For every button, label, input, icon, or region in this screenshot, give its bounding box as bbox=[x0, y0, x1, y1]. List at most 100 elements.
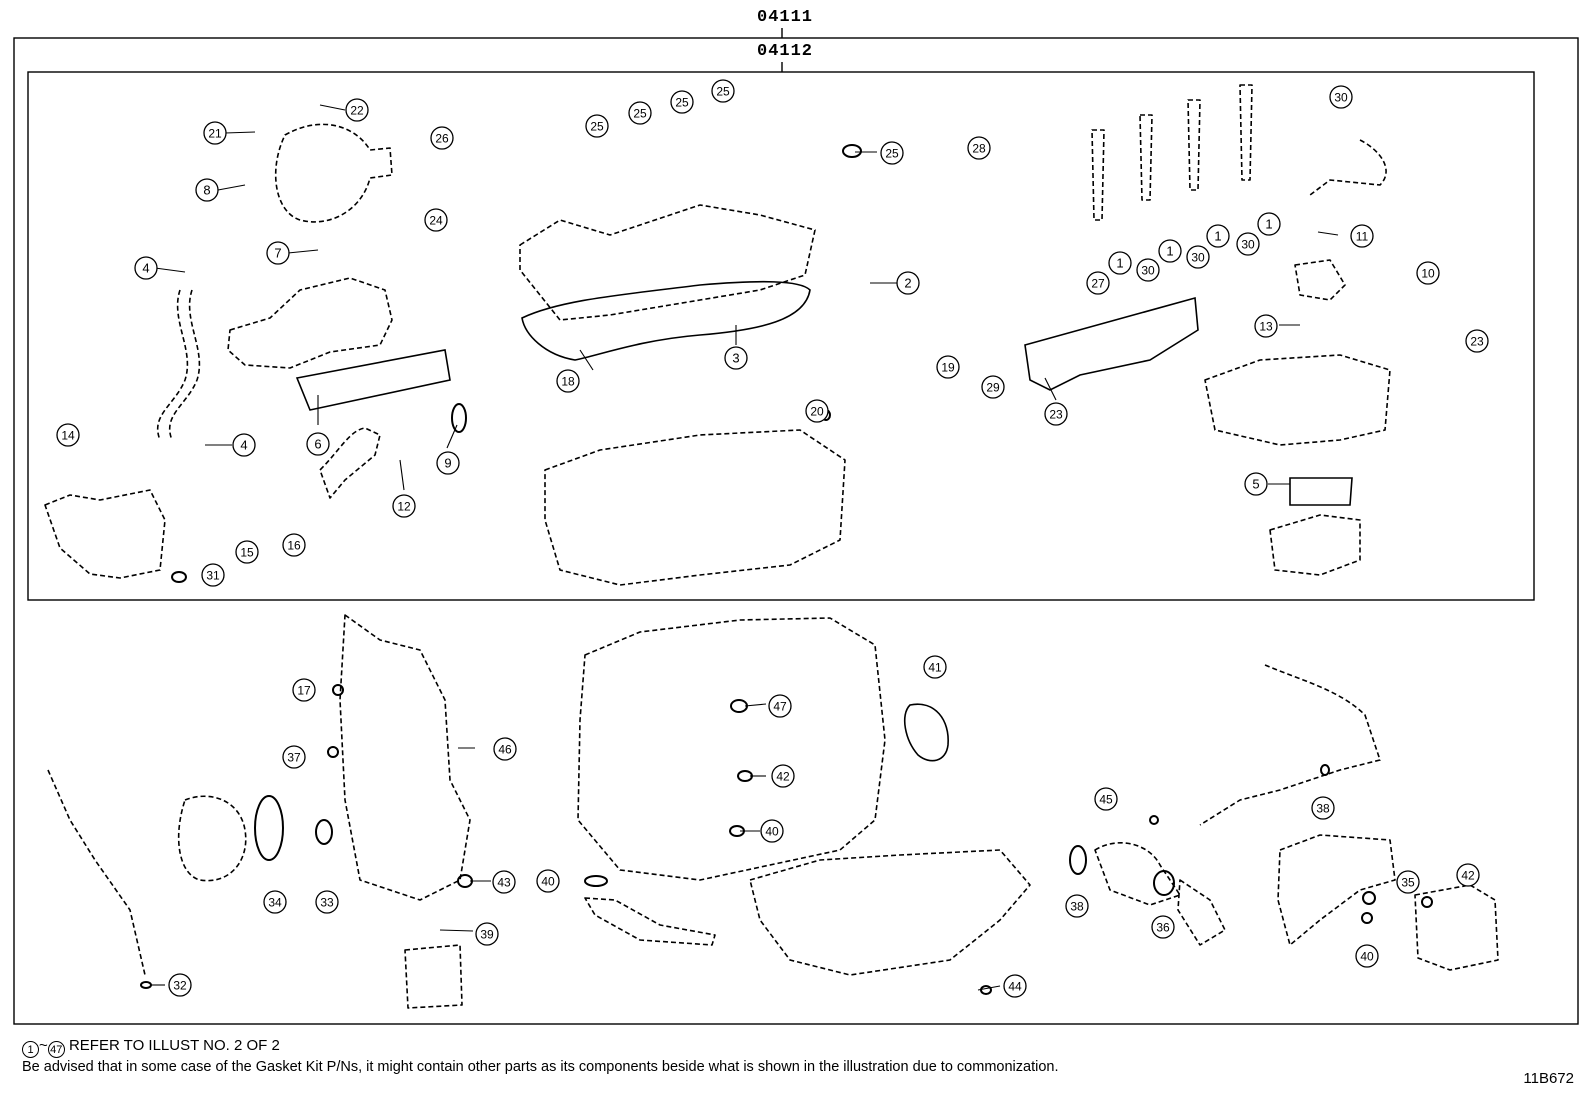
callout-circle bbox=[1350, 224, 1374, 248]
callout-21: 21 bbox=[203, 121, 227, 145]
callout-17: 17 bbox=[292, 678, 316, 702]
callout-number: 43 bbox=[497, 876, 511, 890]
callout-circle bbox=[195, 178, 219, 202]
callout-6: 6 bbox=[306, 432, 330, 456]
range-tilde: ~ bbox=[39, 1037, 48, 1054]
callout-number: 28 bbox=[972, 142, 986, 156]
callout-23: 23 bbox=[1044, 402, 1068, 426]
callout-number: 30 bbox=[1141, 264, 1155, 278]
callout-number: 27 bbox=[1091, 277, 1105, 291]
callout-circle bbox=[1456, 863, 1480, 887]
callout-number: 3 bbox=[732, 351, 739, 366]
callout-number: 17 bbox=[297, 684, 311, 698]
callout-number: 22 bbox=[350, 104, 364, 118]
callout-circle bbox=[1254, 314, 1278, 338]
callout-39: 39 bbox=[475, 922, 499, 946]
callout-circle bbox=[1086, 271, 1110, 295]
callout-25: 25 bbox=[670, 90, 694, 114]
callout-number: 38 bbox=[1070, 900, 1084, 914]
callout-number: 18 bbox=[561, 375, 575, 389]
callout-30: 30 bbox=[1136, 258, 1160, 282]
callout-circle bbox=[1416, 261, 1440, 285]
callout-circle bbox=[263, 890, 287, 914]
callout-4: 4 bbox=[232, 433, 256, 457]
callout-number: 19 bbox=[941, 361, 955, 375]
callout-number: 45 bbox=[1099, 793, 1113, 807]
callout-circle bbox=[306, 432, 330, 456]
gasket-shapes bbox=[295, 280, 1353, 762]
callout-number: 10 bbox=[1421, 267, 1435, 281]
callout-circle bbox=[1244, 472, 1268, 496]
callout-circle bbox=[292, 678, 316, 702]
callout-26: 26 bbox=[430, 126, 454, 150]
callout-circle bbox=[724, 346, 748, 370]
callout-circle bbox=[1065, 894, 1089, 918]
callout-circle bbox=[1136, 258, 1160, 282]
callout-12: 12 bbox=[392, 494, 416, 518]
callout-number: 4 bbox=[240, 438, 247, 453]
callout-number: 40 bbox=[765, 825, 779, 839]
callout-number: 30 bbox=[1191, 251, 1205, 265]
callout-number: 26 bbox=[435, 132, 449, 146]
callout-1: 1 bbox=[1257, 212, 1281, 236]
callout-30: 30 bbox=[1186, 245, 1210, 269]
callout-number: 39 bbox=[480, 928, 494, 942]
callout-number: 31 bbox=[206, 569, 220, 583]
callout-44: 44 bbox=[1003, 974, 1027, 998]
callout-46: 46 bbox=[493, 737, 517, 761]
outer-kit-part-number: 04111 bbox=[757, 8, 814, 27]
callout-number: 1 bbox=[1265, 217, 1272, 232]
callout-number: 13 bbox=[1259, 320, 1273, 334]
callout-number: 1 bbox=[1166, 244, 1173, 259]
callout-number: 24 bbox=[429, 214, 443, 228]
callout-number: 23 bbox=[1049, 408, 1063, 422]
callout-number: 35 bbox=[1401, 876, 1415, 890]
callout-circle bbox=[556, 369, 580, 393]
callout-circle bbox=[771, 764, 795, 788]
callout-number: 34 bbox=[268, 896, 282, 910]
callout-circle bbox=[1311, 796, 1335, 820]
callout-33: 33 bbox=[315, 890, 339, 914]
callout-25: 25 bbox=[711, 79, 735, 103]
callout-41: 41 bbox=[923, 655, 947, 679]
callout-circle bbox=[203, 121, 227, 145]
callout-16: 16 bbox=[282, 533, 306, 557]
callout-circle bbox=[201, 563, 225, 587]
callout-30: 30 bbox=[1329, 85, 1353, 109]
callout-circle bbox=[1236, 232, 1260, 256]
illustration-code: 11B672 bbox=[1523, 1070, 1574, 1087]
callout-circle bbox=[430, 126, 454, 150]
callout-38: 38 bbox=[1311, 796, 1335, 820]
callout-circle bbox=[1108, 251, 1132, 275]
callout-8: 8 bbox=[195, 178, 219, 202]
callout-circle bbox=[896, 271, 920, 295]
callout-circle bbox=[392, 494, 416, 518]
callout-circle bbox=[134, 256, 158, 280]
callout-circle bbox=[1151, 915, 1175, 939]
callout-number: 33 bbox=[320, 896, 334, 910]
callout-28: 28 bbox=[967, 136, 991, 160]
callout-number: 23 bbox=[1470, 335, 1484, 349]
callout-31: 31 bbox=[201, 563, 225, 587]
callout-15: 15 bbox=[235, 540, 259, 564]
callout-circle bbox=[424, 208, 448, 232]
callout-circle bbox=[711, 79, 735, 103]
callout-circle bbox=[967, 136, 991, 160]
callout-circle bbox=[493, 737, 517, 761]
callout-circle bbox=[805, 399, 829, 423]
callout-circle bbox=[1094, 787, 1118, 811]
callout-circle bbox=[56, 423, 80, 447]
advisory-note: Be advised that in some case of the Gask… bbox=[22, 1059, 1059, 1075]
callout-number: 7 bbox=[274, 246, 281, 261]
callout-circle bbox=[1044, 402, 1068, 426]
callout-13: 13 bbox=[1254, 314, 1278, 338]
inner-kit-part-number: 04112 bbox=[757, 42, 814, 61]
callout-14: 14 bbox=[56, 423, 80, 447]
callout-42: 42 bbox=[1456, 863, 1480, 887]
callout-number: 25 bbox=[716, 85, 730, 99]
callout-11: 11 bbox=[1350, 224, 1374, 248]
callout-3: 3 bbox=[724, 346, 748, 370]
callout-circle bbox=[345, 98, 369, 122]
